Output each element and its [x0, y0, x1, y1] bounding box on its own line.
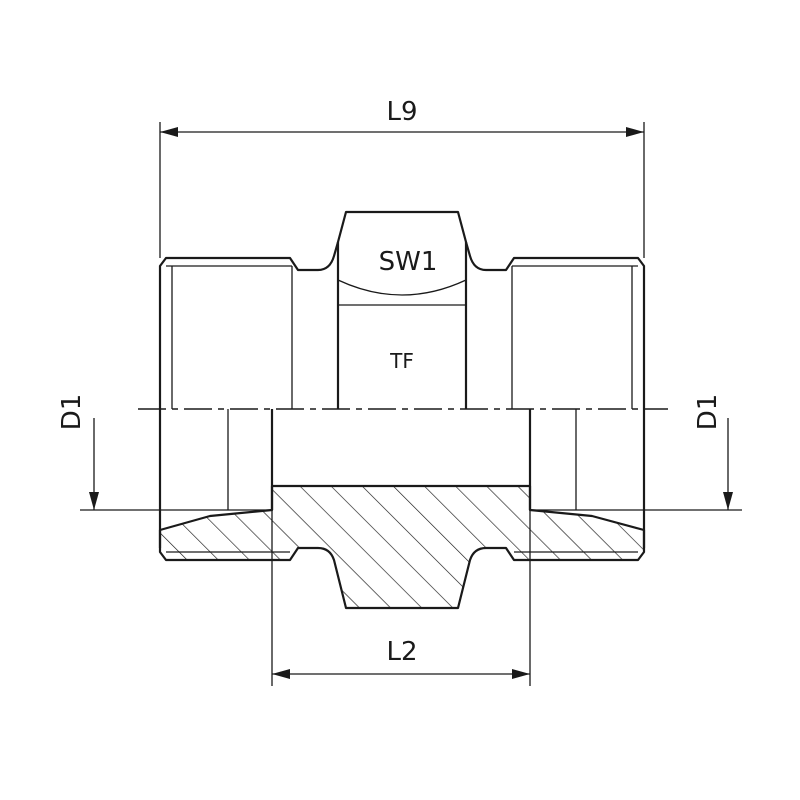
type-label: TF — [389, 349, 414, 373]
dimension-d1-right-label: D1 — [693, 394, 723, 431]
dimension-d1-left: D1 — [57, 394, 160, 511]
dimension-l9-label: L9 — [386, 97, 417, 127]
dimension-l2: L2 — [271, 486, 531, 686]
dimension-d1-right: D1 — [644, 394, 742, 511]
dimension-d1-left-label: D1 — [57, 394, 87, 431]
lower-section — [158, 409, 646, 610]
dimension-l2-label: L2 — [386, 637, 417, 667]
section-hatch — [158, 484, 646, 610]
wrench-size-label: SW1 — [379, 247, 438, 277]
upper-outline — [158, 210, 646, 409]
dimension-l9: L9 — [159, 97, 645, 258]
